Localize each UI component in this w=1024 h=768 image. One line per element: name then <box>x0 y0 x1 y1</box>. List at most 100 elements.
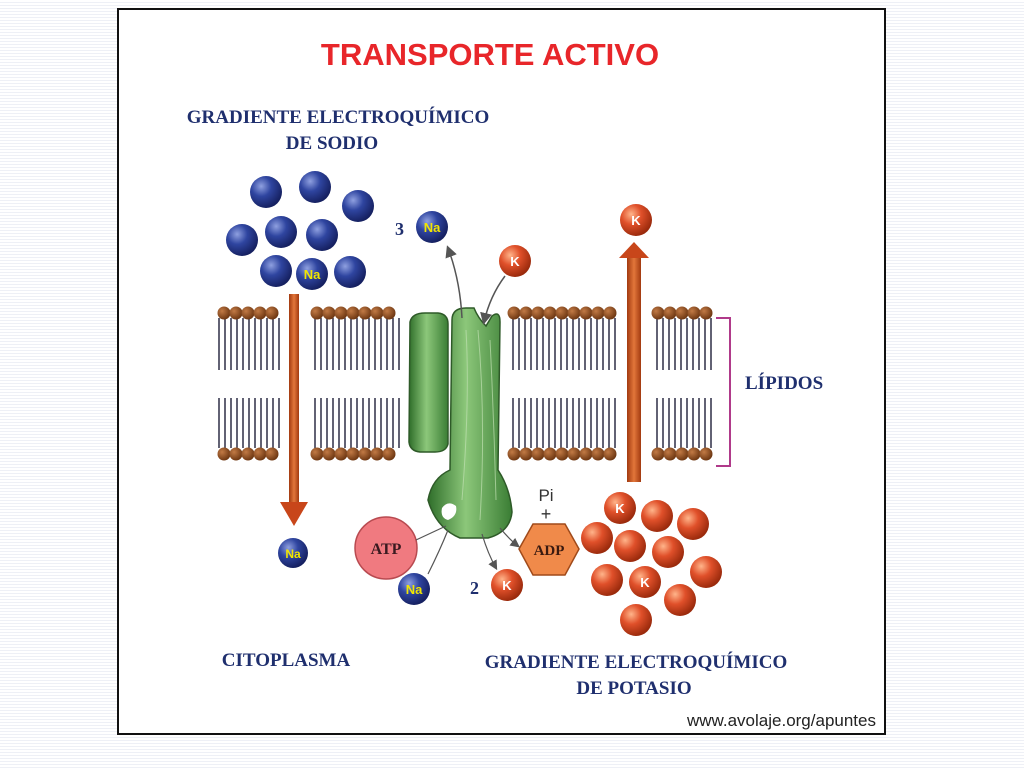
potassium-ion <box>620 604 652 636</box>
sodium-ion <box>306 219 338 251</box>
lipid-head <box>687 447 701 461</box>
lipid-head <box>346 447 360 461</box>
lipid-head <box>579 306 593 320</box>
lipid-head <box>543 306 557 320</box>
lipid-head <box>603 306 617 320</box>
potassium-gradient-heading-line1: GRADIENTE ELECTROQUÍMICO <box>485 651 787 673</box>
lipid-head <box>217 447 231 461</box>
lipid-head <box>555 447 569 461</box>
sodium-ion-bound-label: Na <box>406 582 423 597</box>
lipid-head <box>334 306 348 320</box>
lipid-head <box>699 306 713 320</box>
sodium-ion <box>250 176 282 208</box>
lipid-head <box>229 447 243 461</box>
sodium-exit-arrow <box>445 245 463 319</box>
lipid-head <box>663 447 677 461</box>
lipid-head <box>687 306 701 320</box>
lipid-head <box>334 447 348 461</box>
sodium-ion <box>226 224 258 256</box>
lipid-head <box>322 447 336 461</box>
lipid-head <box>253 306 267 320</box>
lipid-head <box>358 306 372 320</box>
source-url: www.avolaje.org/apuntes <box>686 711 876 730</box>
lipid-head <box>241 447 255 461</box>
sodium-ion <box>299 171 331 203</box>
lipid-head <box>265 447 279 461</box>
adp-label: ADP <box>534 543 565 559</box>
potassium-gradient-arrow <box>619 242 649 482</box>
lipid-head <box>699 447 713 461</box>
slide-frame <box>117 8 886 735</box>
sodium-ion-label: Na <box>304 267 321 282</box>
sodium-ion <box>260 255 292 287</box>
lipid-head <box>675 306 689 320</box>
potassium-entry-arrow <box>480 275 506 325</box>
lipid-head <box>531 447 545 461</box>
potassium-cluster: K K <box>581 492 722 636</box>
lipid-head <box>591 447 605 461</box>
lipid-head <box>229 306 243 320</box>
potassium-release-arrow <box>481 533 498 571</box>
atp-molecule <box>354 516 418 580</box>
sodium-ion-exiting-label: Na <box>424 220 441 235</box>
lipids-label: LÍPIDOS <box>745 372 823 394</box>
potassium-ion <box>690 556 722 588</box>
lipid-head <box>675 447 689 461</box>
lipids-bracket <box>716 317 731 467</box>
lipid-head <box>543 447 557 461</box>
lipid-head <box>217 306 231 320</box>
membrane-protein-left <box>408 312 449 453</box>
lipid-head <box>519 306 533 320</box>
sodium-gradient-heading-line2: DE SODIO <box>286 133 378 154</box>
lipid-head <box>579 447 593 461</box>
potassium-ion-outside <box>620 204 652 236</box>
sodium-ion-inside <box>278 538 308 568</box>
lipid-head <box>663 306 677 320</box>
potassium-ion <box>641 500 673 532</box>
lipid-head <box>322 306 336 320</box>
lipid-head <box>531 306 545 320</box>
potassium-ion <box>591 564 623 596</box>
potassium-ion-labeled <box>629 566 661 598</box>
lipid-head <box>310 447 324 461</box>
lipid-head <box>507 447 521 461</box>
lipid-head <box>567 306 581 320</box>
lipid-head <box>651 306 665 320</box>
lipid-head <box>519 447 533 461</box>
lipid-head <box>507 306 521 320</box>
lipid-head <box>591 306 605 320</box>
lipid-head <box>241 306 255 320</box>
lipid-head <box>358 447 372 461</box>
lipid-bilayer <box>217 306 714 461</box>
sodium-ion-labeled <box>296 258 328 290</box>
potassium-ion-outside-label: K <box>631 213 641 228</box>
potassium-ion <box>664 584 696 616</box>
sodium-count-label: 3 <box>395 219 404 239</box>
potassium-ion <box>614 530 646 562</box>
potassium-ion <box>677 508 709 540</box>
sodium-ion <box>265 216 297 248</box>
lipid-head <box>382 306 396 320</box>
page-title: TRANSPORTE ACTIVO <box>321 37 659 72</box>
potassium-ion-labeled <box>604 492 636 524</box>
sodium-ion-inside-label: Na <box>285 547 301 561</box>
lipid-head <box>382 447 396 461</box>
lipid-head <box>603 447 617 461</box>
sodium-ion <box>342 190 374 222</box>
atp-label: ATP <box>371 541 402 558</box>
potassium-ion-entering <box>499 245 531 277</box>
sodium-ion-bound <box>398 573 430 605</box>
lipid-head <box>651 447 665 461</box>
plus-sign: + <box>541 504 552 524</box>
lipid-head <box>555 306 569 320</box>
lipid-head <box>253 447 267 461</box>
lipid-head <box>310 306 324 320</box>
potassium-ion <box>581 522 613 554</box>
sodium-ion <box>334 256 366 288</box>
potassium-ion-label: K <box>615 501 625 516</box>
lipid-head <box>370 447 384 461</box>
lipid-head <box>346 306 360 320</box>
lipid-head <box>265 306 279 320</box>
sodium-ion-exiting <box>416 211 448 243</box>
